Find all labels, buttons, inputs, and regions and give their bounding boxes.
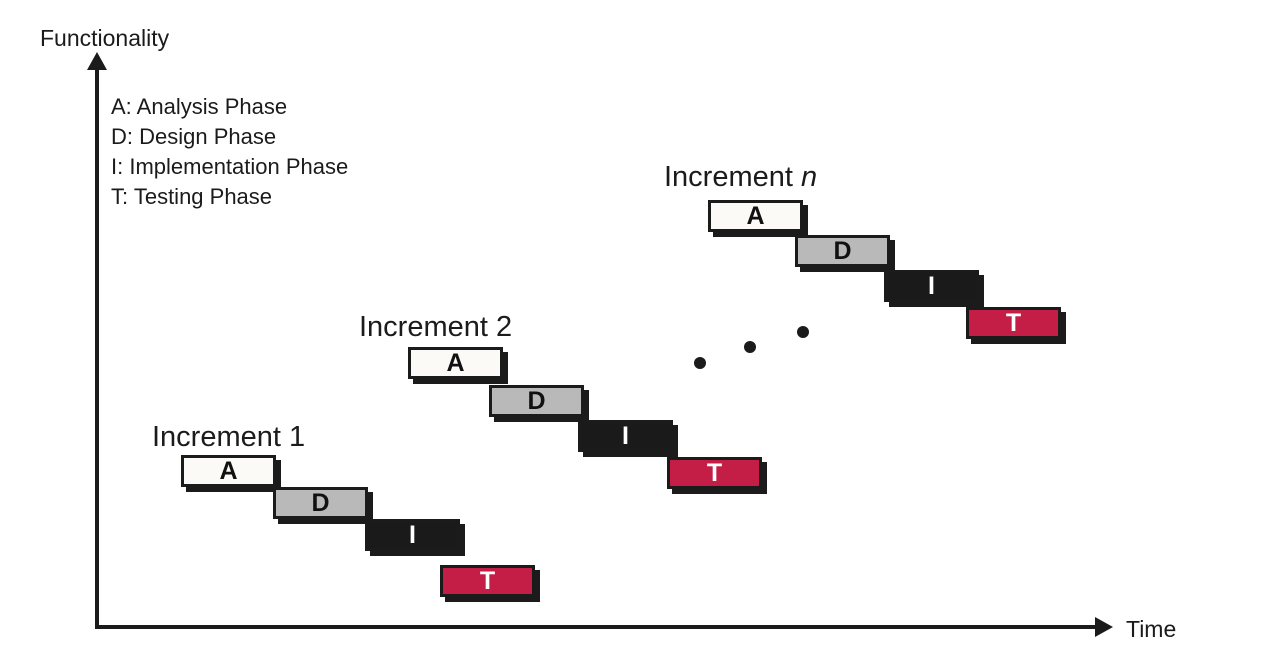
- increment-1-phase-design: D: [273, 487, 368, 519]
- ellipsis-dot: [797, 326, 809, 338]
- increment-n-phase-testing: T: [966, 307, 1061, 339]
- increment-n-title-prefix: Increment: [664, 161, 793, 193]
- increment-1-phase-testing: T: [440, 565, 535, 597]
- y-axis-line: [95, 66, 99, 628]
- increment-n-title: Increment n: [664, 163, 817, 192]
- y-axis-arrow-icon: [87, 52, 107, 70]
- ellipsis-dot: [744, 341, 756, 353]
- increment-n-phase-analysis: A: [708, 200, 803, 232]
- increment-1-phase-implementation: I: [365, 519, 460, 551]
- increment-2-phase-testing: T: [667, 457, 762, 489]
- increment-2-phase-analysis: A: [408, 347, 503, 379]
- increment-n-phase-implementation: I: [884, 270, 979, 302]
- legend-item-analysis: A: Analysis Phase: [111, 94, 288, 119]
- phase-legend: A: Analysis Phase D: Design Phase I: Imp…: [111, 92, 348, 212]
- increment-2-title-prefix: Increment: [359, 311, 488, 343]
- legend-item-design: D: Design Phase: [111, 124, 277, 149]
- increment-2-title: Increment 2: [359, 313, 512, 342]
- increment-2-title-suffix: 2: [496, 311, 513, 343]
- increment-n-phase-design: D: [795, 235, 890, 267]
- increment-1-title-suffix: 1: [289, 421, 306, 453]
- y-axis-label: Functionality: [40, 25, 170, 51]
- increment-2-phase-implementation: I: [578, 420, 673, 452]
- legend-item-testing: T: Testing Phase: [111, 184, 273, 209]
- x-axis-label: Time: [1126, 616, 1177, 642]
- increment-n-title-suffix: n: [801, 161, 818, 193]
- legend-item-implementation: I: Implementation Phase: [111, 154, 349, 179]
- increment-2-phase-design: D: [489, 385, 584, 417]
- increment-1-phase-analysis: A: [181, 455, 276, 487]
- increment-1-title-prefix: Increment: [152, 421, 281, 453]
- x-axis-arrow-icon: [1095, 617, 1113, 637]
- ellipsis-dot: [694, 357, 706, 369]
- x-axis-line: [95, 625, 1107, 629]
- increment-1-title: Increment 1: [152, 423, 305, 452]
